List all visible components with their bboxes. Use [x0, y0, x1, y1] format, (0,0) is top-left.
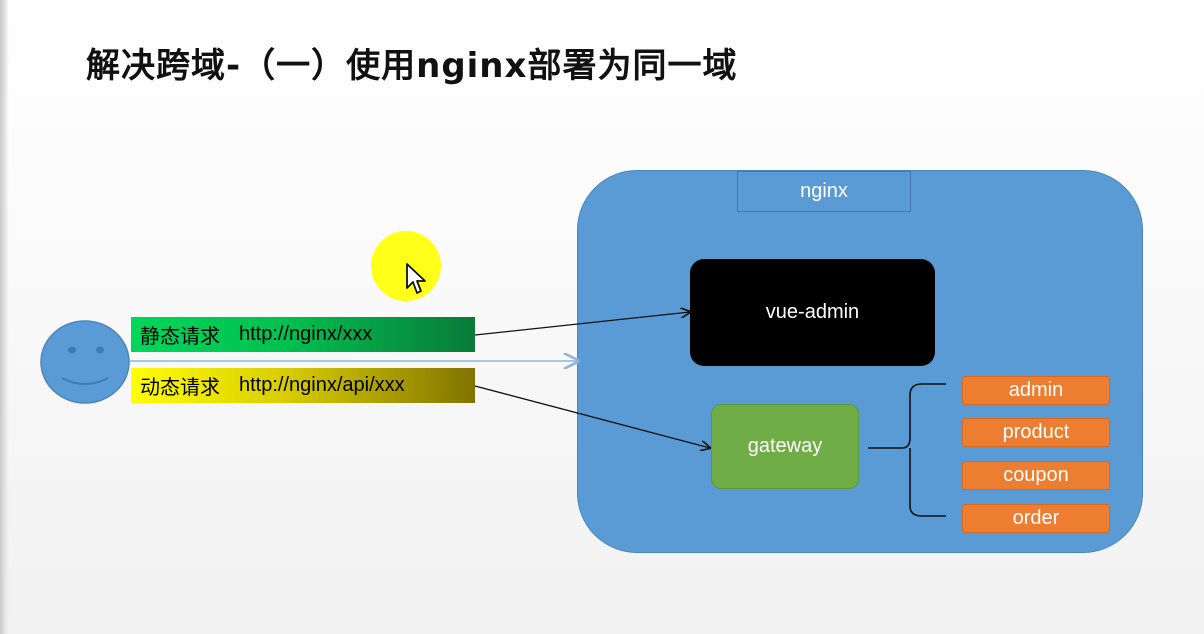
slide-edge-shadow	[0, 0, 9, 634]
mouse-cursor-icon	[406, 263, 426, 294]
service-coupon: coupon	[962, 461, 1110, 490]
dynamic-request-bar: 动态请求 http://nginx/api/xxx	[131, 368, 475, 403]
slide-title: 解决跨域-（一）使用nginx部署为同一域	[86, 46, 738, 86]
dynamic-request-label: 动态请求	[140, 375, 220, 399]
nginx-label: nginx	[737, 171, 911, 212]
gateway-node: gateway	[711, 404, 859, 489]
static-request-url: http://nginx/xxx	[239, 323, 373, 345]
vue-admin-node: vue-admin	[690, 259, 935, 366]
static-request-bar: 静态请求 http://nginx/xxx	[131, 317, 475, 352]
smiley-face-icon	[40, 320, 130, 404]
service-order: order	[962, 504, 1110, 533]
service-admin: admin	[962, 376, 1110, 405]
dynamic-request-url: http://nginx/api/xxx	[239, 374, 405, 396]
static-request-label: 静态请求	[140, 324, 220, 348]
pointer-highlight	[371, 231, 441, 301]
service-product: product	[962, 418, 1110, 447]
